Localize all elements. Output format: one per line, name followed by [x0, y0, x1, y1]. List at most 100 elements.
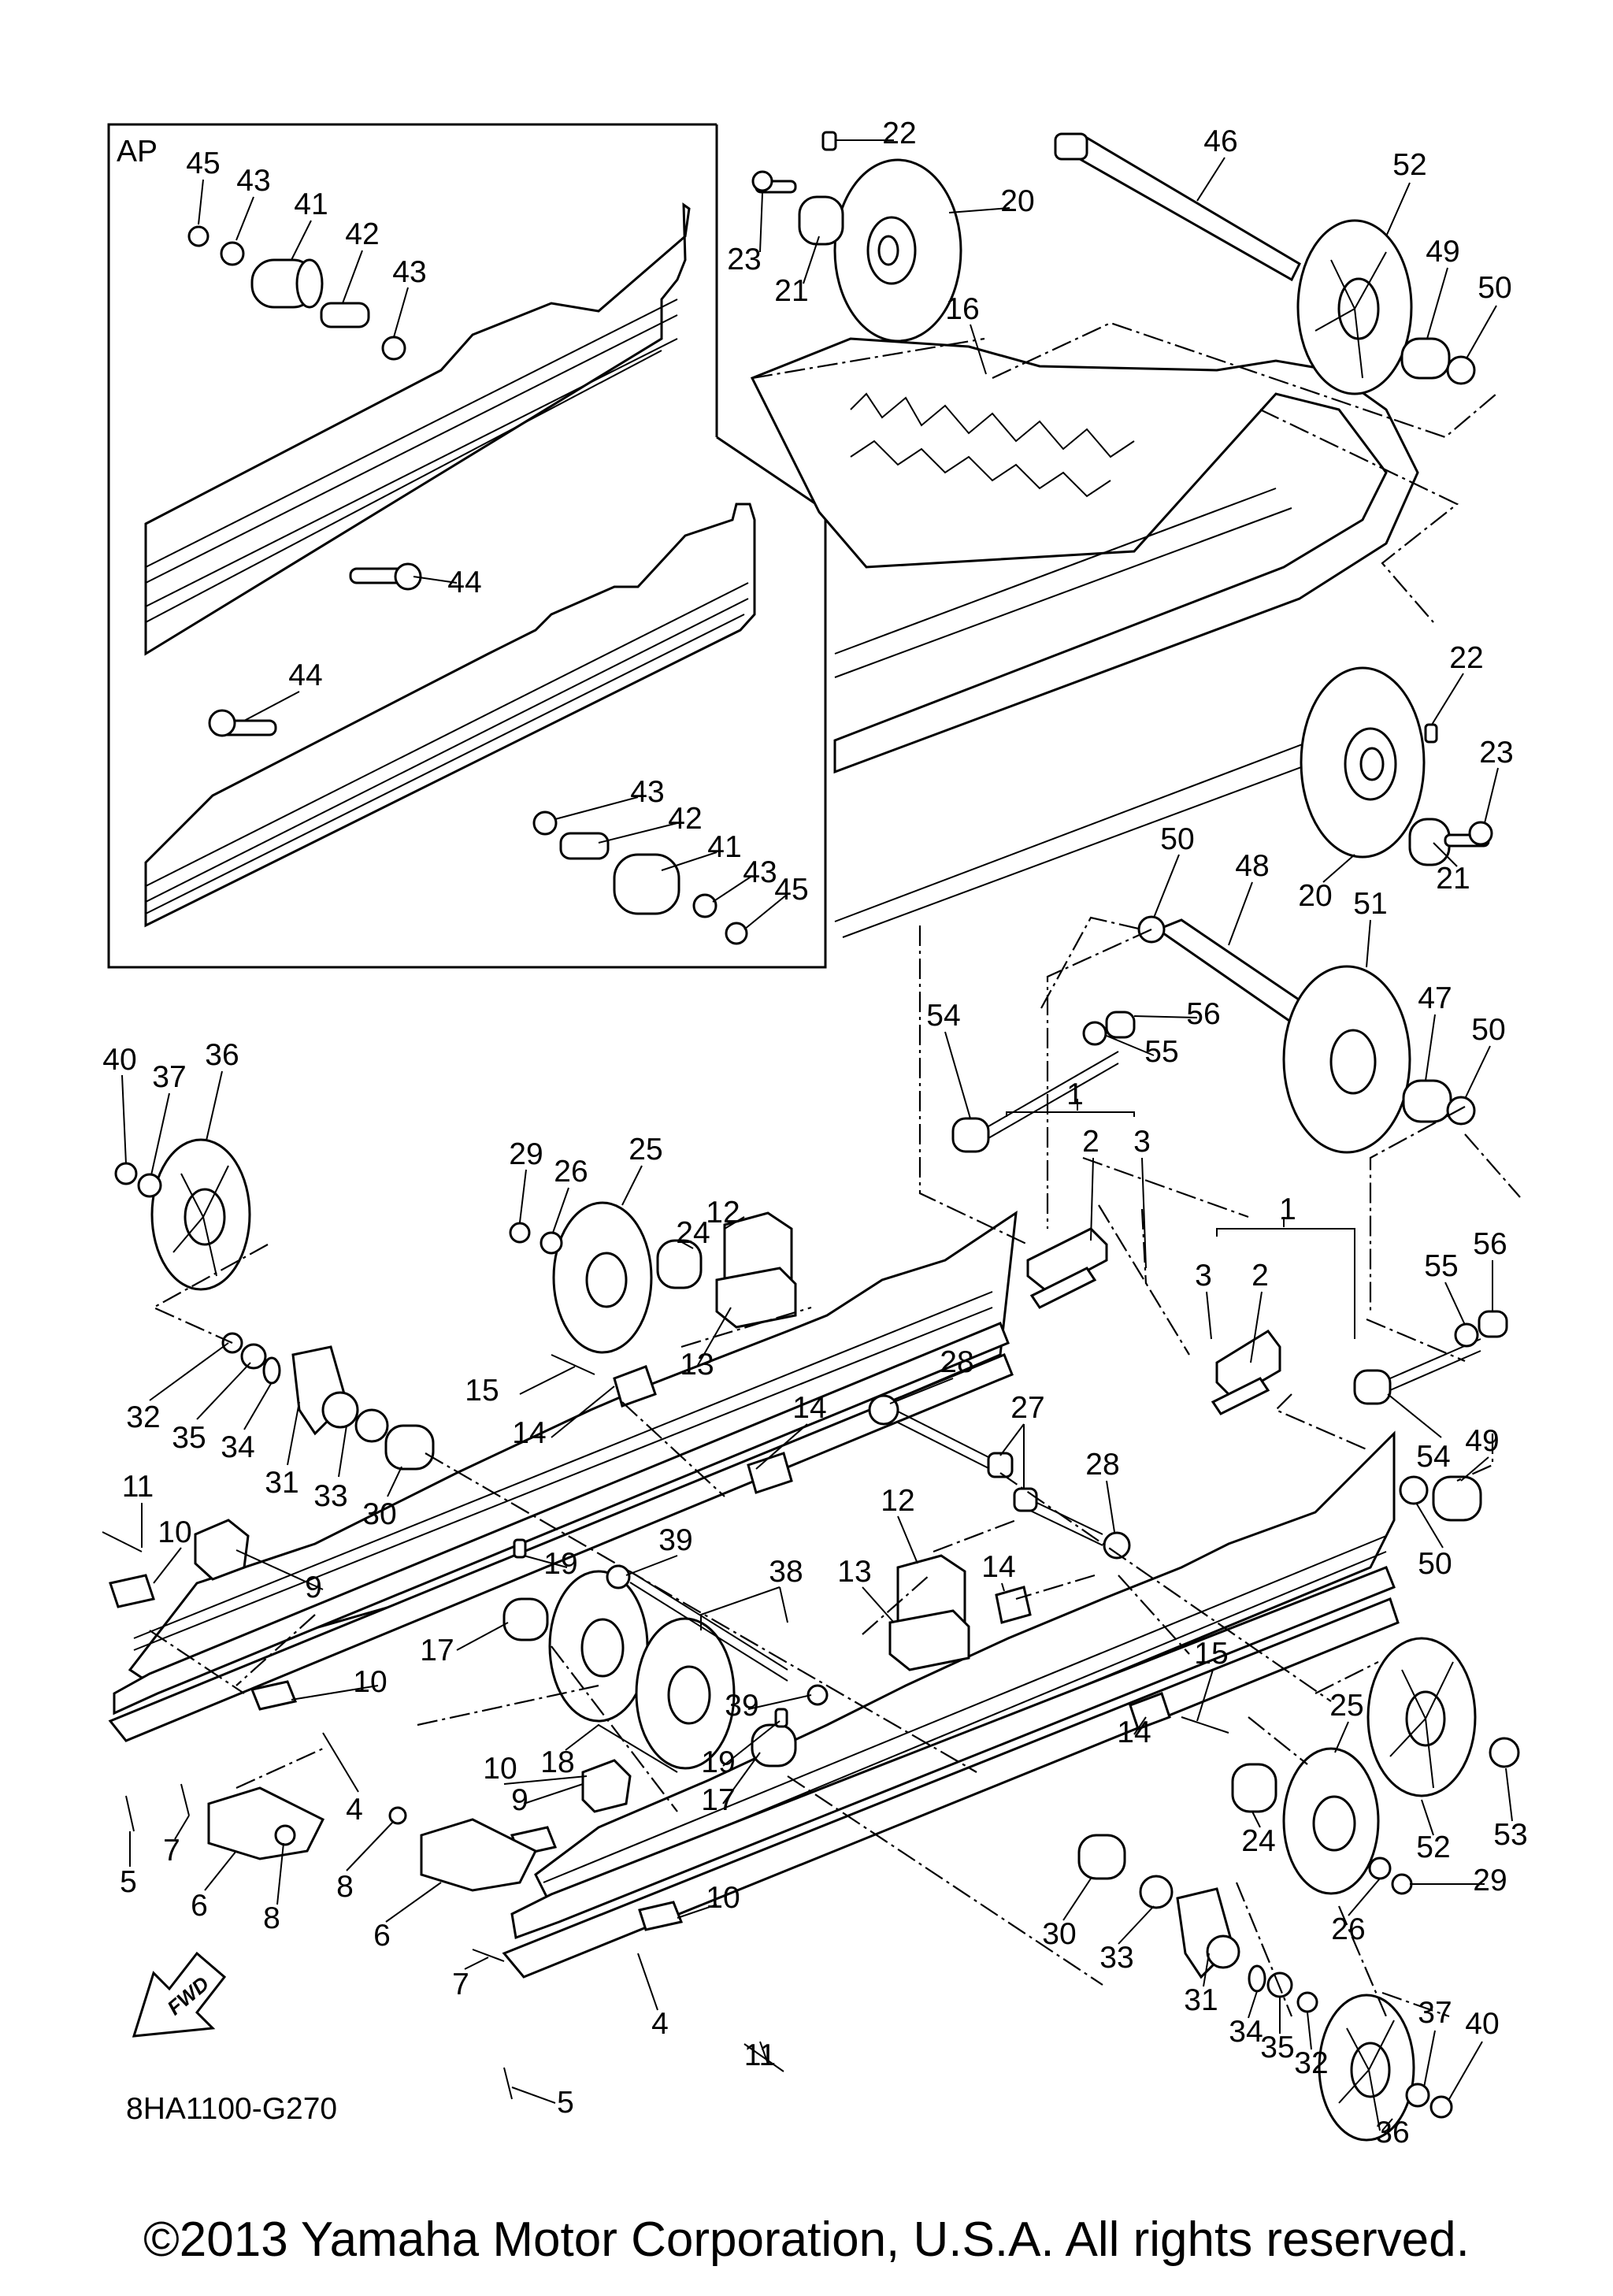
callout-21: 21	[774, 274, 808, 308]
callout-50: 50	[1471, 1013, 1505, 1047]
callout-51: 51	[1353, 887, 1387, 921]
callout-40: 40	[102, 1043, 136, 1077]
callout-23: 23	[1479, 736, 1513, 770]
front-parts-6-8	[207, 1786, 538, 1892]
callout-47: 47	[1418, 981, 1452, 1015]
callout-2: 2	[1251, 1259, 1269, 1293]
callout-2: 2	[1082, 1125, 1099, 1159]
callout-12: 12	[706, 1196, 740, 1230]
wheel-25-upper	[509, 1201, 703, 1354]
callout-34: 34	[1229, 2015, 1263, 2049]
callout-15: 15	[1194, 1637, 1228, 1671]
slide-rail-upper	[108, 1210, 1018, 1742]
callout-3: 3	[1195, 1259, 1212, 1293]
callout-17: 17	[420, 1634, 454, 1667]
callout-37: 37	[152, 1060, 186, 1094]
bracket-12-13-upper	[715, 1211, 797, 1329]
callout-11: 11	[744, 2038, 777, 2072]
idler-wheel-20-lower	[1300, 666, 1493, 866]
callout-18: 18	[540, 1745, 574, 1779]
callout-14: 14	[981, 1550, 1015, 1584]
callout-39: 39	[725, 1689, 758, 1723]
callout-7: 7	[163, 1834, 180, 1868]
callout-50: 50	[1160, 822, 1194, 856]
callout-27: 27	[1010, 1391, 1044, 1425]
callout-10: 10	[483, 1752, 517, 1786]
callout-20: 20	[1298, 879, 1332, 913]
callout-17: 17	[701, 1783, 735, 1817]
callout-14: 14	[512, 1416, 546, 1450]
bolt-54-lower	[1353, 1310, 1508, 1522]
callout-52: 52	[1416, 1830, 1450, 1864]
callout-45: 45	[774, 873, 808, 907]
callout-56: 56	[1186, 997, 1220, 1031]
callout-34: 34	[221, 1430, 254, 1464]
inset-label: AP	[117, 135, 158, 169]
callout-46: 46	[1203, 124, 1237, 158]
right-axle-parts	[1077, 1834, 1318, 2013]
callout-43: 43	[743, 855, 777, 889]
track	[750, 337, 1419, 938]
callout-31: 31	[1184, 1983, 1218, 2017]
callout-35: 35	[1260, 2031, 1294, 2064]
callout-33: 33	[313, 1479, 347, 1513]
callout-40: 40	[1465, 2007, 1499, 2041]
callout-numbers: 4543414243444443424143452223212016465249…	[102, 117, 1527, 2149]
idler-wheel-20-upper	[751, 131, 962, 343]
callout-28: 28	[940, 1345, 973, 1379]
callout-30: 30	[1042, 1917, 1076, 1951]
screws-and-pins	[102, 1354, 1229, 2100]
wheel-36-right	[1318, 1994, 1453, 2142]
inset-rail-lower	[144, 503, 756, 928]
bolt-54-upper	[951, 1011, 1136, 1153]
callout-29: 29	[1473, 1864, 1507, 1897]
callout-6: 6	[191, 1889, 208, 1923]
inset-ap-frame	[107, 123, 827, 969]
callout-37: 37	[1418, 1996, 1452, 2030]
callout-32: 32	[126, 1400, 160, 1434]
callout-15: 15	[465, 1374, 499, 1408]
callout-10: 10	[353, 1665, 387, 1699]
callout-44: 44	[447, 566, 481, 599]
callout-22: 22	[1449, 641, 1483, 675]
wheels-18	[502, 1564, 829, 1770]
rail-bracket-1-lower	[1211, 1330, 1281, 1415]
bracket-12-13-lower	[888, 1554, 970, 1671]
callout-26: 26	[554, 1155, 588, 1189]
left-axle-parts	[221, 1332, 435, 1471]
callout-55: 55	[1424, 1249, 1458, 1283]
callout-8: 8	[263, 1901, 280, 1935]
callout-44: 44	[288, 658, 322, 692]
callout-12: 12	[881, 1484, 914, 1518]
callout-56: 56	[1473, 1227, 1507, 1261]
callout-24: 24	[1241, 1824, 1275, 1858]
callout-6: 6	[373, 1919, 391, 1953]
callout-10: 10	[706, 1881, 740, 1915]
callout-19: 19	[543, 1547, 577, 1581]
callout-8: 8	[336, 1870, 354, 1904]
wheel-51	[1282, 965, 1476, 1154]
callout-53: 53	[1493, 1818, 1527, 1852]
callout-14: 14	[792, 1391, 826, 1425]
callout-52: 52	[1392, 148, 1426, 182]
slide-rail-lower	[502, 1430, 1400, 1979]
callout-50: 50	[1418, 1547, 1452, 1581]
bolt-27-28	[868, 1394, 1131, 1560]
rail-bracket-1-upper	[1026, 1227, 1108, 1309]
callout-55: 55	[1144, 1035, 1178, 1069]
callout-25: 25	[1329, 1689, 1363, 1723]
wheel-52-lower	[1366, 1637, 1520, 1797]
callout-35: 35	[172, 1421, 206, 1455]
callout-9: 9	[305, 1571, 322, 1604]
callout-26: 26	[1331, 1912, 1365, 1946]
callout-25: 25	[629, 1133, 662, 1167]
callout-43: 43	[630, 775, 664, 809]
part-code: 8HA1100-G270	[126, 2092, 337, 2126]
callout-3: 3	[1133, 1125, 1151, 1159]
callout-39: 39	[658, 1523, 692, 1557]
callout-16: 16	[945, 292, 979, 326]
callout-42: 42	[345, 217, 379, 251]
fwd-arrow-icon: FWD	[132, 1951, 227, 2038]
callout-13: 13	[837, 1555, 871, 1589]
